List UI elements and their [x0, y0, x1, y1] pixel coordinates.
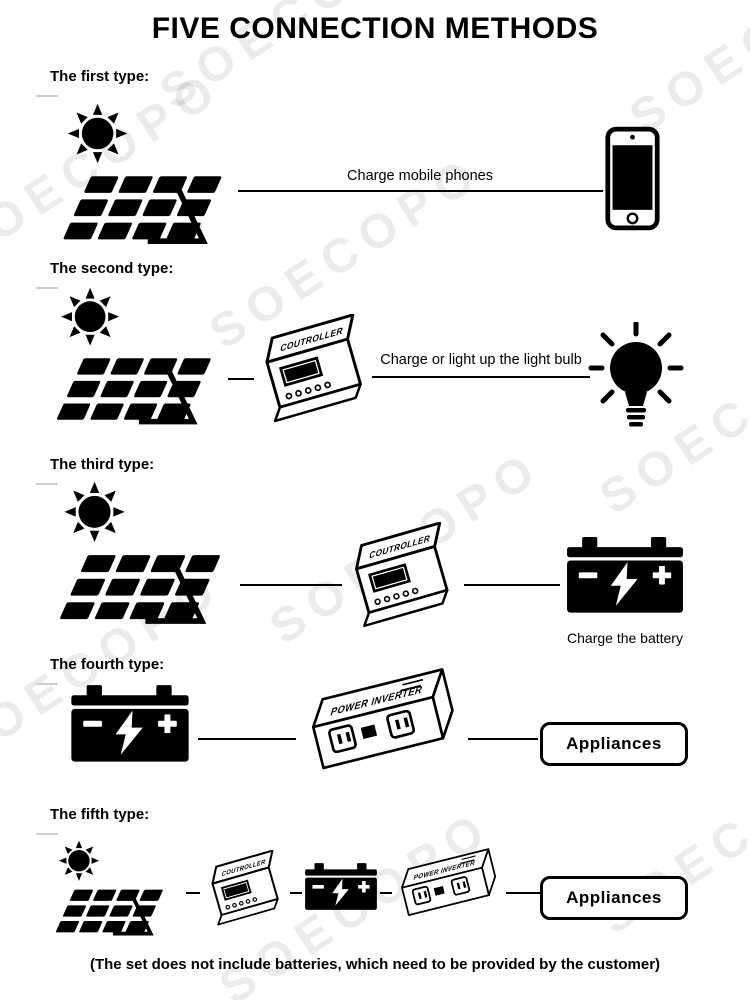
row-label-second-type: The second type: [50, 260, 174, 277]
connector-line [506, 892, 540, 894]
solar-panel-icon [36, 478, 234, 638]
connector-line [186, 892, 200, 894]
connector-line [372, 376, 590, 378]
label-underline [36, 95, 58, 97]
phone-icon [604, 126, 661, 231]
connection-caption: Charge the battery [567, 630, 683, 646]
label-underline [36, 683, 58, 685]
light-bulb-icon [586, 322, 686, 432]
controller-icon [252, 314, 378, 423]
footer-note: (The set does not include batteries, whi… [89, 956, 661, 973]
connector-line [228, 378, 254, 380]
label-underline [36, 287, 58, 289]
appliances-box: Appliances [540, 722, 688, 766]
connection-caption: Charge or light up the light bulb [380, 352, 582, 368]
controller-icon [342, 522, 464, 628]
connector-line [290, 892, 302, 894]
solar-panel-icon [34, 284, 224, 438]
connector-line [238, 190, 603, 192]
page-title: FIVE CONNECTION METHODS [151, 12, 599, 45]
solar-panel-icon [40, 838, 172, 945]
battery-icon [66, 680, 194, 765]
connector-line [198, 738, 296, 740]
power-inverter-icon [298, 668, 466, 778]
row-label-fifth-type: The fifth type: [50, 806, 150, 823]
row-label-first-type: The first type: [50, 68, 150, 85]
connector-line [240, 584, 342, 586]
connection-caption: Charge mobile phones [347, 168, 493, 184]
battery-icon [302, 860, 380, 912]
solar-panel-icon [40, 100, 235, 258]
label-underline [36, 483, 58, 485]
connector-line [464, 584, 560, 586]
appliances-box: Appliances [540, 876, 688, 920]
battery-icon [562, 532, 688, 616]
power-inverter-icon [392, 848, 504, 922]
row-label-third-type: The third type: [50, 456, 155, 473]
connector-line [380, 892, 392, 894]
controller-icon [202, 850, 290, 926]
connector-line [468, 738, 538, 740]
label-underline [36, 833, 58, 835]
row-label-fourth-type: The fourth type: [50, 656, 165, 673]
